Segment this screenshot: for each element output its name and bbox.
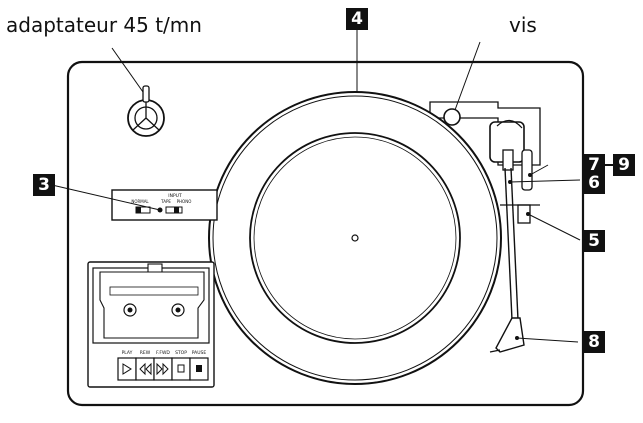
arm-lift-lever [521, 149, 533, 191]
ffwd-label: F.FWD [156, 350, 170, 356]
rew-label: REW [140, 350, 151, 356]
callout-badge-5: 5 [583, 230, 605, 252]
callout-7-leader [529, 164, 549, 176]
callout-badge-9: 9 [613, 154, 635, 176]
adapter-leader-line [111, 47, 144, 93]
callout-6-leader [509, 179, 581, 183]
callout-8-leader [516, 337, 579, 343]
callout-badge-4: 4 [346, 8, 368, 30]
screw-label: vis [509, 13, 537, 37]
input-switch-panel: INPUT NORMAL TAPE PHONO [111, 189, 218, 221]
input-title-label: INPUT [168, 193, 182, 199]
stop-button [171, 357, 191, 381]
tonearm [489, 167, 525, 353]
callout-5-leader [527, 213, 581, 241]
stop-label: STOP [175, 350, 187, 356]
callout-badge-6: 6 [583, 172, 605, 194]
screw-leader-line [454, 41, 481, 111]
cassette-deck: PLAY REW F.FWD STOP PAUSE [87, 261, 215, 388]
adapter-label: adaptateur 45 t/mn [6, 13, 202, 37]
play-button [117, 357, 137, 381]
pause-label: PAUSE [192, 350, 207, 356]
screw-icon [443, 108, 461, 126]
tonearm-counterweight [489, 119, 525, 171]
input-phono-label: PHONO [177, 199, 192, 204]
adapter-45-icon [127, 85, 165, 137]
play-label: PLAY [122, 350, 133, 356]
callout-dash-7-9 [605, 164, 613, 166]
callout-badge-8: 8 [583, 331, 605, 353]
input-tape-label: TAPE [160, 199, 171, 204]
platter [208, 91, 502, 385]
cassette-button-row [117, 357, 209, 381]
callout-badge-7: 7 [583, 154, 605, 176]
input-normal-label: NORMAL [131, 199, 149, 204]
callout-badge-3: 3 [33, 174, 55, 196]
callout-3-leader [51, 184, 161, 211]
